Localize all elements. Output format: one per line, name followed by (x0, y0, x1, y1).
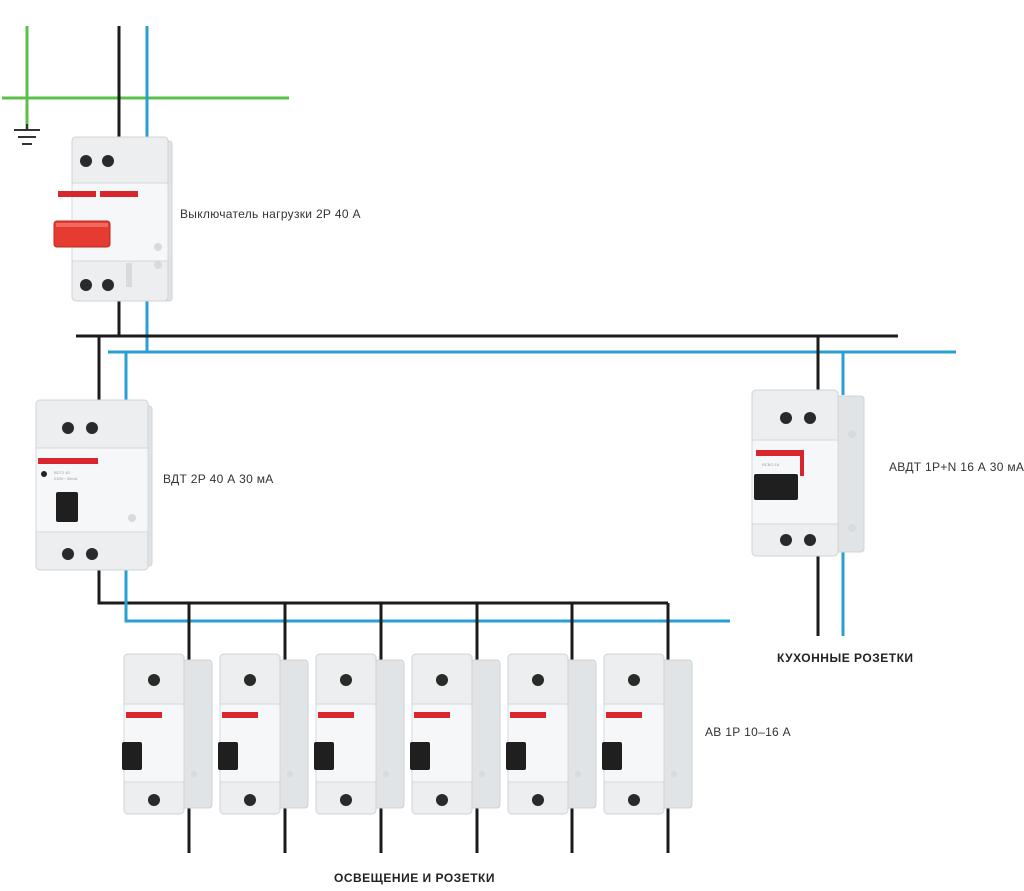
breaker-lever[interactable] (218, 742, 238, 770)
load-switch-label: Выключатель нагрузки 2Р 40 А (180, 207, 361, 221)
breaker-device (506, 653, 597, 815)
rcd-device: BDT2 40 230V~ 30mA (35, 399, 153, 571)
load-switch-lever[interactable] (53, 220, 111, 248)
rcbo-label: АВДТ 1Р+N 16 А 30 мА (889, 460, 1024, 474)
brand-label-icon (58, 191, 96, 197)
brand-label-icon (126, 712, 162, 718)
breaker-feed-wires (187, 603, 670, 660)
rcd-phase-out-bus (97, 565, 668, 605)
brand-label-icon (318, 712, 354, 718)
lighting-outlets-label: ОСВЕЩЕНИЕ И РОЗЕТКИ (334, 871, 495, 885)
breaker-lever[interactable] (506, 742, 526, 770)
breaker-device (314, 653, 405, 815)
rcd-neutral-out-bus (124, 565, 730, 623)
svg-text:RCBO 16: RCBO 16 (762, 462, 780, 467)
kitchen-outlets-label: КУХОННЫЕ РОЗЕТКИ (777, 651, 914, 665)
breaker-lever[interactable] (602, 742, 622, 770)
breaker-lever[interactable] (122, 742, 142, 770)
brand-label-icon (510, 712, 546, 718)
brand-label-icon (414, 712, 450, 718)
breaker-device (410, 653, 501, 815)
breaker-device (122, 653, 213, 815)
rcbo-device: RCBO 16 (751, 389, 865, 557)
breakers-label: АВ 1Р 10–16 А (705, 725, 791, 739)
brand-label-icon (222, 712, 258, 718)
ground-symbol-icon (14, 124, 40, 145)
breaker-output-wires (187, 805, 670, 853)
brand-label-icon (756, 450, 804, 456)
breaker-group (122, 653, 693, 815)
svg-text:230V~ 30mA: 230V~ 30mA (54, 476, 78, 481)
breaker-device (218, 653, 309, 815)
breaker-lever[interactable] (410, 742, 430, 770)
brand-label-icon (38, 458, 98, 464)
breaker-device (602, 653, 693, 815)
rcbo-lever[interactable] (754, 474, 798, 500)
svg-text:BDT2 40: BDT2 40 (54, 470, 71, 475)
load-switch-device (53, 136, 173, 302)
rcd-label: ВДТ 2Р 40 А 30 мА (163, 472, 274, 486)
brand-label-icon (606, 712, 642, 718)
breaker-lever[interactable] (314, 742, 334, 770)
rcd-lever[interactable] (56, 492, 78, 522)
